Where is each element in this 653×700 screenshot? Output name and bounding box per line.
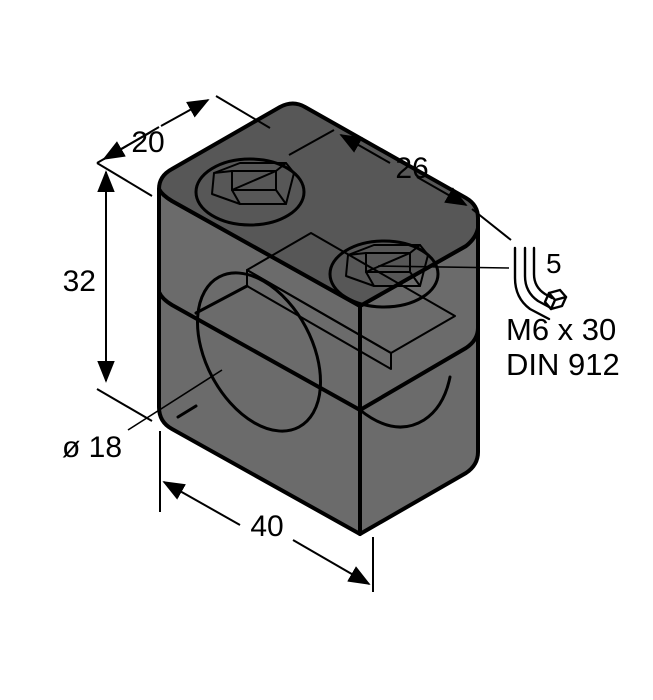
screw-front-washer: [328, 239, 440, 309]
screw-rear-socket-right-fold: [275, 162, 287, 205]
dimension-26-ext-right: [471, 208, 512, 241]
cap-block-top-face: [157, 101, 480, 308]
allen-key-long-arm-mid: [523, 246, 553, 310]
diameter-18-leader: [127, 369, 223, 431]
dimension-diameter-18-label: ø 18: [62, 431, 122, 464]
cap-base-split-left: [157, 290, 362, 412]
allen-key-long-arm-left: [513, 246, 551, 321]
screw-rear-socket-left-fold: [213, 170, 241, 205]
screw-front-socket-right-fold: [409, 244, 421, 287]
dimension-32-ext-bottom: [96, 388, 153, 422]
dimension-20-group: 20: [96, 95, 271, 164]
socket-screw-front: [328, 239, 440, 309]
allen-key-long-arm-right: [532, 246, 554, 300]
screw-front-socket-depth-line: [365, 252, 411, 273]
dimension-diameter-18-group: ø 18: [62, 369, 223, 464]
dimension-26-ext-left: [288, 129, 335, 156]
dimension-26-line-left: [339, 134, 391, 164]
dimension-40-line-right: [292, 539, 371, 585]
bore-bottom-edge-chord: [176, 404, 198, 419]
screw-spec-line-1: M6 x 30: [506, 312, 616, 347]
dimension-40-line-left: [162, 481, 241, 526]
clamp-block-solid: [157, 101, 480, 536]
screw-rear-washer: [194, 157, 306, 227]
dimension-32-ext-top: [96, 162, 153, 197]
screw-front-hex-outer: [345, 244, 429, 287]
dimension-20-line-right: [160, 99, 210, 127]
screw-rear-hex-outer: [211, 162, 295, 205]
top-slot-lip: [246, 269, 392, 370]
dimension-26-label: 26: [395, 152, 428, 185]
socket-screw-rear: [194, 157, 306, 227]
dimension-40-group: 40: [159, 431, 374, 592]
screw-callout-leader: [377, 265, 510, 269]
allen-key-tip-edge: [547, 291, 568, 311]
cap-base-split-right: [358, 326, 480, 412]
allen-key-hex-tip: [543, 288, 568, 311]
screw-front-socket-left-fold: [347, 252, 375, 287]
dimension-32-label: 32: [63, 265, 96, 298]
dimension-26-line-right: [416, 176, 468, 206]
dimension-26-group: 26: [288, 129, 512, 241]
screw-spec-line-2: DIN 912: [506, 347, 620, 382]
allen-key-size-label: 5: [546, 248, 562, 279]
dimension-40-label: 40: [250, 510, 283, 543]
dimension-32-group: 32: [63, 162, 153, 422]
bore-top-edge-chord: [194, 284, 249, 315]
screw-callout-group: 5 M6 x 30 DIN 912: [377, 246, 620, 382]
allen-key-icon: [513, 246, 568, 321]
screw-rear-socket-depth-line: [231, 170, 277, 191]
dimension-20-line-left: [102, 126, 160, 160]
bore-right-face-arc: [358, 375, 452, 429]
dimension-20-label: 20: [131, 126, 164, 159]
dimension-20-ext-right: [215, 95, 271, 129]
